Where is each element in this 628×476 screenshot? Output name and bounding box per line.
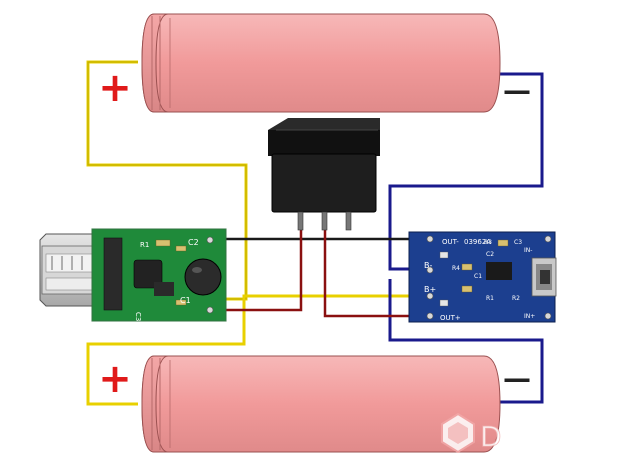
watermark-text: D bbox=[480, 420, 502, 453]
charger-label-c2: C2 bbox=[486, 251, 494, 258]
battery-bottom: + — bbox=[98, 355, 531, 453]
wire-switch-boost bbox=[208, 214, 303, 312]
boost-inductor bbox=[133, 259, 163, 289]
charger-label-r1: R1 bbox=[486, 295, 494, 302]
charger-label-out-plus: OUT+ bbox=[440, 314, 461, 322]
boost-label-c3: C3 bbox=[134, 312, 142, 321]
wire-bottom-negative bbox=[388, 279, 544, 404]
wire-top-positive bbox=[86, 60, 248, 301]
wire-bottom-positive bbox=[86, 294, 420, 406]
switch-terminal-3 bbox=[345, 211, 352, 231]
watermark-logo: D bbox=[441, 412, 502, 453]
charger-label-out-minus: OUT- bbox=[442, 238, 459, 246]
switch-terminal-1 bbox=[297, 211, 304, 231]
charger-label-r4: R4 bbox=[452, 265, 460, 272]
charger-module: OUT- 03962A R3 C3 B- B+ OUT+ C1 C2 R1 R2… bbox=[408, 231, 557, 323]
boost-chip bbox=[154, 282, 174, 296]
wire-switch-charger bbox=[323, 214, 420, 318]
charger-label-in-plus: IN+ bbox=[524, 313, 535, 320]
bottom-positive-symbol: + bbox=[98, 356, 132, 402]
boost-capacitor bbox=[184, 258, 222, 296]
charger-label-r2: R2 bbox=[512, 295, 520, 302]
bottom-negative-symbol: — bbox=[503, 362, 531, 395]
charger-label-b-plus: B+ bbox=[424, 285, 436, 294]
battery-top: + — bbox=[98, 13, 531, 113]
wires bbox=[86, 60, 544, 406]
top-negative-symbol: — bbox=[503, 74, 531, 107]
boost-label-r1: R1 bbox=[140, 241, 149, 249]
wire-top-negative bbox=[388, 72, 544, 271]
charger-label-in-minus: IN- bbox=[524, 247, 532, 254]
charger-label-c3: C3 bbox=[514, 239, 522, 246]
charger-label-r3: R3 bbox=[484, 239, 492, 246]
charger-label-b-minus: B- bbox=[424, 261, 432, 270]
rocker-switch bbox=[268, 118, 380, 231]
chrg-led bbox=[439, 251, 449, 259]
stdby-led bbox=[439, 299, 449, 307]
top-positive-symbol: + bbox=[98, 65, 132, 111]
charger-label-part: 03962A bbox=[464, 238, 491, 246]
boost-label-c2: C2 bbox=[188, 238, 199, 247]
boost-module: C2 C1 C3 R1 bbox=[91, 228, 227, 322]
switch-terminal-2 bbox=[321, 211, 328, 231]
charger-ic bbox=[486, 262, 512, 280]
charger-label-c1: C1 bbox=[474, 273, 482, 280]
boost-label-c1: C1 bbox=[180, 296, 191, 305]
